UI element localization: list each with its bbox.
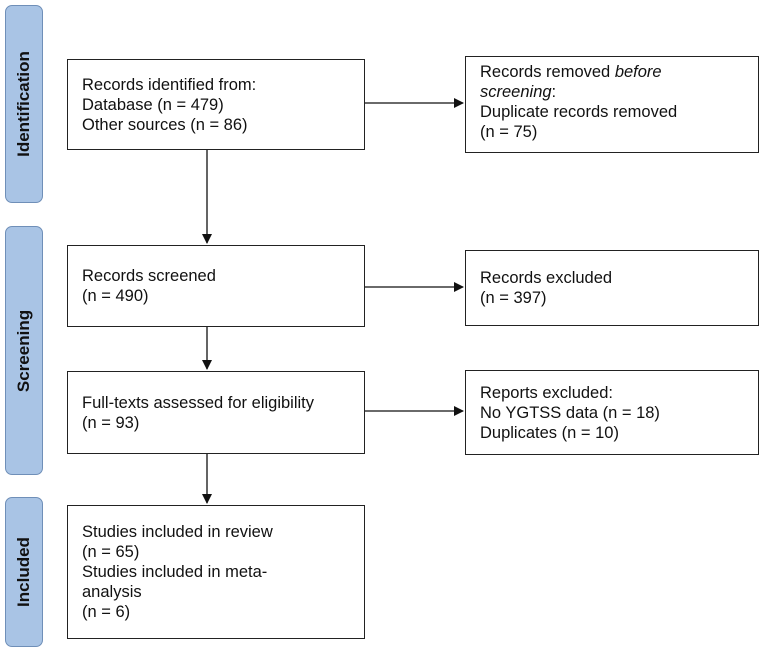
box-records-excluded-line-1: Records excluded: [480, 269, 613, 287]
box-reports-excluded: Reports excluded: No YGTSS data (n = 18)…: [465, 370, 759, 455]
box-studies-included: Studies included in review (n = 65) Stud…: [67, 505, 365, 639]
box-records-screened-line-2: (n = 490): [82, 287, 149, 305]
box-records-excluded: Records excluded (n = 397): [465, 250, 759, 326]
box-records-removed: Records removed before screening: Duplic…: [465, 56, 759, 153]
box-records-identified-line-1: Records identified from:: [82, 75, 257, 94]
phase-screening: Screening: [5, 226, 43, 475]
box-studies-included-line-4: analysis: [82, 583, 142, 601]
records-removed-text: Records removed: [480, 63, 615, 81]
box-reports-excluded-line-1: Reports excluded:: [480, 383, 613, 402]
box-studies-included-line-2: (n = 65): [82, 543, 140, 561]
box-fulltexts-assessed: Full-texts assessed for eligibility (n =…: [67, 371, 365, 454]
box-records-removed-line-2: screening:: [480, 82, 744, 102]
box-fulltexts-assessed-line-2: (n = 93): [82, 413, 140, 432]
before-emph: before: [614, 63, 662, 81]
screening-emph: screening: [480, 83, 552, 101]
phase-included: Included: [5, 497, 43, 647]
box-records-excluded-line-2: (n = 397): [480, 289, 547, 307]
box-records-identified: Records identified from: Database (n = 4…: [67, 59, 365, 150]
phase-identification: Identification: [5, 5, 43, 203]
box-records-removed-line-1: Records removed before: [480, 62, 744, 82]
box-records-removed-line-3: Duplicate records removed: [480, 103, 678, 121]
box-reports-excluded-line-2: No YGTSS data (n = 18): [480, 403, 660, 422]
box-records-screened-line-1: Records screened: [82, 267, 216, 285]
box-records-identified-line-3: Other sources (n = 86): [82, 115, 248, 134]
box-studies-included-line-5: (n = 6): [82, 603, 131, 621]
box-studies-included-line-3: Studies included in meta-: [82, 563, 268, 581]
box-reports-excluded-line-3: Duplicates (n = 10): [480, 423, 619, 442]
box-records-removed-line-4: (n = 75): [480, 123, 538, 141]
box-records-screened: Records screened (n = 490): [67, 245, 365, 327]
box-fulltexts-assessed-line-1: Full-texts assessed for eligibility: [82, 393, 314, 412]
box-records-identified-line-2: Database (n = 479): [82, 95, 224, 114]
colon-text: :: [551, 83, 557, 101]
box-studies-included-line-1: Studies included in review: [82, 523, 273, 541]
